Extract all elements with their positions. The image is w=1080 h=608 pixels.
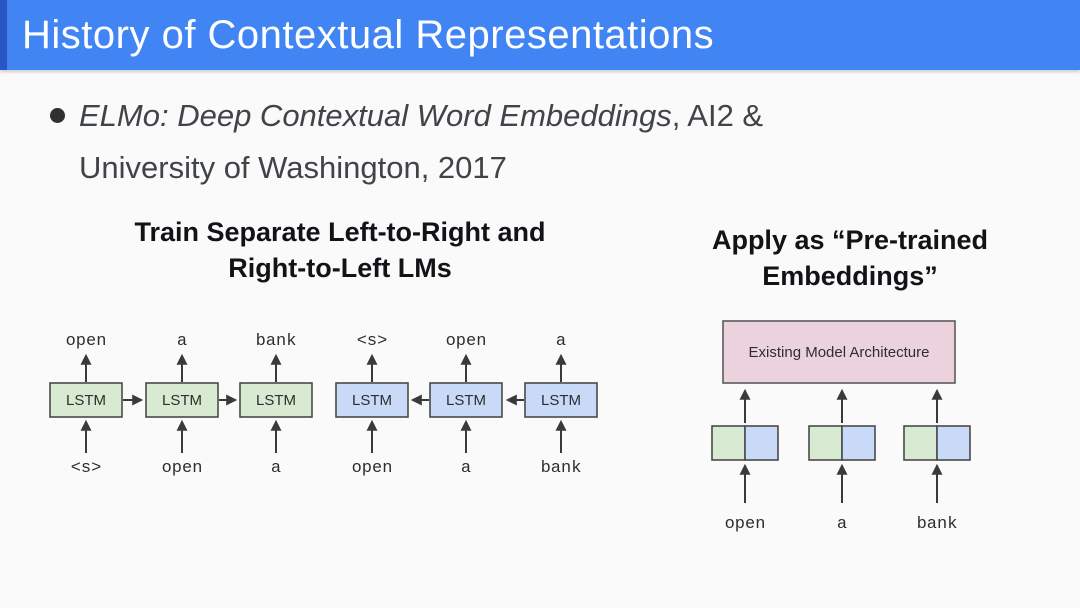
embedding-cell-green: [711, 425, 746, 461]
bullet-text: ELMo: Deep Contextual Word Embeddings, A…: [79, 90, 763, 194]
embedding-input-word: a: [837, 515, 847, 534]
existing-model-label: Existing Model Architecture: [749, 344, 930, 361]
embedding-cell-green: [903, 425, 938, 461]
header-accent-bar: [0, 0, 7, 70]
embedding-cell-green: [808, 425, 843, 461]
forward-input-word: a: [271, 459, 281, 477]
lstm-box-label: LSTM: [352, 392, 392, 409]
forward-input-word: open: [162, 459, 203, 477]
right-panel-heading: Apply as “Pre-trained Embeddings”: [660, 222, 1040, 294]
backward-lstm-box: [524, 382, 598, 418]
forward-output-word: a: [177, 332, 187, 351]
backward-lstm-box: [429, 382, 503, 418]
backward-output-word: <s>: [357, 332, 388, 351]
lstm-box-label: LSTM: [446, 392, 486, 409]
forward-output-word: open: [66, 332, 107, 351]
forward-lstm-box: [239, 382, 313, 418]
left-heading-line2: Right-to-Left LMs: [228, 253, 452, 283]
forward-input-word: <s>: [71, 459, 102, 477]
forward-output-word: bank: [256, 332, 297, 351]
right-heading-line1: Apply as “Pre-trained: [711, 225, 989, 255]
embedding-input-word: bank: [917, 515, 958, 534]
lstm-box-label: LSTM: [541, 392, 581, 409]
bullet-dot: [50, 108, 65, 123]
forward-lstm-box: [49, 382, 123, 418]
forward-lstm-box: [145, 382, 219, 418]
existing-model-box: [722, 320, 956, 384]
bullet-citation-title: ELMo: Deep Contextual Word Embeddings: [79, 98, 672, 133]
lstm-box-label: LSTM: [162, 392, 202, 409]
bullet-citation-line2: University of Washington, 2017: [79, 150, 507, 185]
backward-lstm-box: [335, 382, 409, 418]
lstm-lm-diagram: open a bank <s> open a LSTM LSTM LSTM LS…: [49, 332, 598, 477]
left-heading-line1: Train Separate Left-to-Right and: [134, 217, 546, 247]
embedding-cell-blue: [841, 425, 876, 461]
backward-input-word: bank: [541, 459, 582, 477]
embedding-input-word: open: [725, 515, 766, 534]
backward-output-word: a: [556, 332, 566, 351]
pretrained-embeddings-diagram: Existing Model Architecture open a bank: [711, 320, 971, 534]
lstm-box-label: LSTM: [256, 392, 296, 409]
bullet-citation-rest: , AI2 &: [671, 98, 764, 133]
backward-input-word: a: [461, 459, 471, 477]
backward-output-word: open: [446, 332, 487, 351]
backward-input-word: open: [352, 459, 393, 477]
bullet-item: ELMo: Deep Contextual Word Embeddings, A…: [50, 90, 763, 194]
right-heading-line2: Embeddings”: [762, 261, 938, 291]
slide-header: History of Contextual Representations: [0, 0, 1080, 70]
lstm-box-label: LSTM: [66, 392, 106, 409]
slide-title: History of Contextual Representations: [22, 12, 715, 57]
embedding-cell-blue: [936, 425, 971, 461]
left-panel-heading: Train Separate Left-to-Right and Right-t…: [40, 214, 640, 286]
embedding-cell-blue: [744, 425, 779, 461]
